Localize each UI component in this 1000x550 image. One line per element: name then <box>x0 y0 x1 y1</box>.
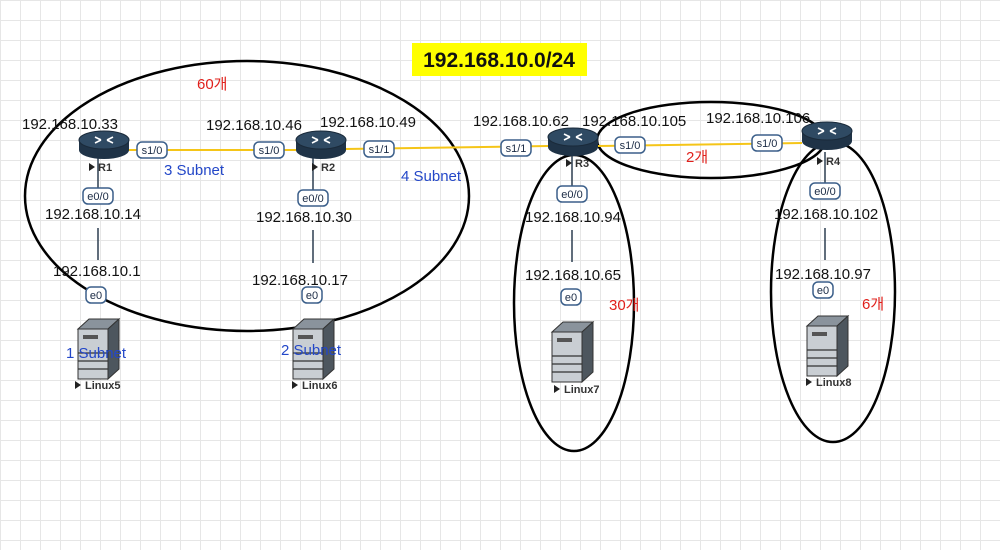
port-label-linux5-e0: e0 <box>90 290 102 302</box>
port-badge-r1-e00[interactable] <box>82 187 114 205</box>
ip-label-r3-s11: 192.168.10.62 <box>473 113 569 130</box>
device-label-linux7: Linux7 <box>564 384 599 396</box>
port-badge-r3-e00[interactable] <box>556 185 588 203</box>
host-count-linux8: 6개 <box>862 296 884 313</box>
server-linux7[interactable] <box>551 321 594 383</box>
router-icon <box>547 127 599 157</box>
host-count-r3-r4: 2개 <box>686 149 708 166</box>
ip-label-r4-e00: 192.168.10.102 <box>774 206 878 223</box>
device-label-linux6: Linux6 <box>302 380 337 392</box>
ip-label-linux5-e0: 192.168.10.1 <box>53 263 141 280</box>
port-label-r2-s10: s1/0 <box>259 145 280 157</box>
server-linux8[interactable] <box>806 315 849 377</box>
port-badge-linux8-e0[interactable] <box>812 281 834 299</box>
subnet-label-1: 1 Subnet <box>66 345 127 362</box>
port-badge-r2-s10[interactable] <box>253 141 285 159</box>
host-count-linux7: 30개 <box>609 297 640 314</box>
port-label-linux8-e0: e0 <box>817 285 829 297</box>
subnet-label-4: 4 Subnet <box>401 168 462 185</box>
device-label-linux8: Linux8 <box>816 377 851 389</box>
router-r2[interactable] <box>295 130 347 160</box>
port-badge-linux7-e0[interactable] <box>560 288 582 306</box>
ip-label-r2-s10: 192.168.10.46 <box>206 117 302 134</box>
play-triangle-icon <box>75 381 81 389</box>
ip-label-linux7-e0: 192.168.10.65 <box>525 267 621 284</box>
router-r1[interactable] <box>78 130 130 160</box>
port-label-r2-e00: e0/0 <box>302 193 323 205</box>
port-label-r4-e00: e0/0 <box>814 186 835 198</box>
network-title: 192.168.10.0/24 <box>423 49 575 72</box>
ip-label-r2-e00: 192.168.10.30 <box>256 209 352 226</box>
port-badge-r3-s11[interactable] <box>500 139 532 157</box>
ip-label-r2-s11: 192.168.10.49 <box>320 114 416 131</box>
ip-label-r3-s10: 192.168.10.105 <box>582 113 686 130</box>
subnet-label-3: 3 Subnet <box>164 162 225 179</box>
port-badge-r4-s10[interactable] <box>751 134 783 152</box>
ip-label-r3-e00: 192.168.10.94 <box>525 209 621 226</box>
server-icon <box>806 315 849 377</box>
play-triangle-icon <box>566 159 572 167</box>
port-label-r1-e00: e0/0 <box>87 191 108 203</box>
device-label-r4: R4 <box>826 156 841 168</box>
router-r3[interactable] <box>547 127 599 157</box>
port-badge-r1-s10[interactable] <box>136 141 168 159</box>
port-label-r2-s11: s1/1 <box>369 144 390 156</box>
subnet-label-2: 2 Subnet <box>281 342 342 359</box>
port-badge-r3-s10[interactable] <box>614 136 646 154</box>
device-label-linux5: Linux5 <box>85 380 120 392</box>
port-label-r3-e00: e0/0 <box>561 189 582 201</box>
port-label-linux7-e0: e0 <box>565 292 577 304</box>
port-badge-linux5-e0[interactable] <box>85 286 107 304</box>
port-badge-r2-s11[interactable] <box>363 140 395 158</box>
device-label-r1: R1 <box>98 162 112 174</box>
port-label-r1-s10: s1/0 <box>142 145 163 157</box>
port-label-r4-s10: s1/0 <box>757 138 778 150</box>
router-icon <box>78 130 130 160</box>
play-triangle-icon <box>817 157 823 165</box>
ip-label-linux6-e0: 192.168.10.17 <box>252 272 348 289</box>
port-badge-r2-e00[interactable] <box>297 189 329 207</box>
server-icon <box>551 321 594 383</box>
device-label-r3: R3 <box>575 158 589 170</box>
port-label-linux6-e0: e0 <box>306 290 318 302</box>
ip-label-r1-s10: 192.168.10.33 <box>22 116 118 133</box>
ip-label-r4-s10: 192.168.10.106 <box>706 110 810 127</box>
play-triangle-icon <box>554 385 560 393</box>
play-triangle-icon <box>312 163 318 171</box>
port-badge-linux6-e0[interactable] <box>301 286 323 304</box>
ip-label-linux8-e0: 192.168.10.97 <box>775 266 871 283</box>
play-triangle-icon <box>292 381 298 389</box>
play-triangle-icon <box>89 163 95 171</box>
title-highlight <box>412 43 587 76</box>
ip-label-r1-e00: 192.168.10.14 <box>45 206 141 223</box>
port-label-r3-s11: s1/1 <box>506 143 527 155</box>
port-badge-r4-e00[interactable] <box>809 182 841 200</box>
port-label-r3-s10: s1/0 <box>620 140 641 152</box>
group-ellipse-r1-r2 <box>23 59 471 333</box>
host-count-big: 60개 <box>197 76 228 93</box>
play-triangle-icon <box>806 378 812 386</box>
router-icon <box>295 130 347 160</box>
device-label-r2: R2 <box>321 162 335 174</box>
